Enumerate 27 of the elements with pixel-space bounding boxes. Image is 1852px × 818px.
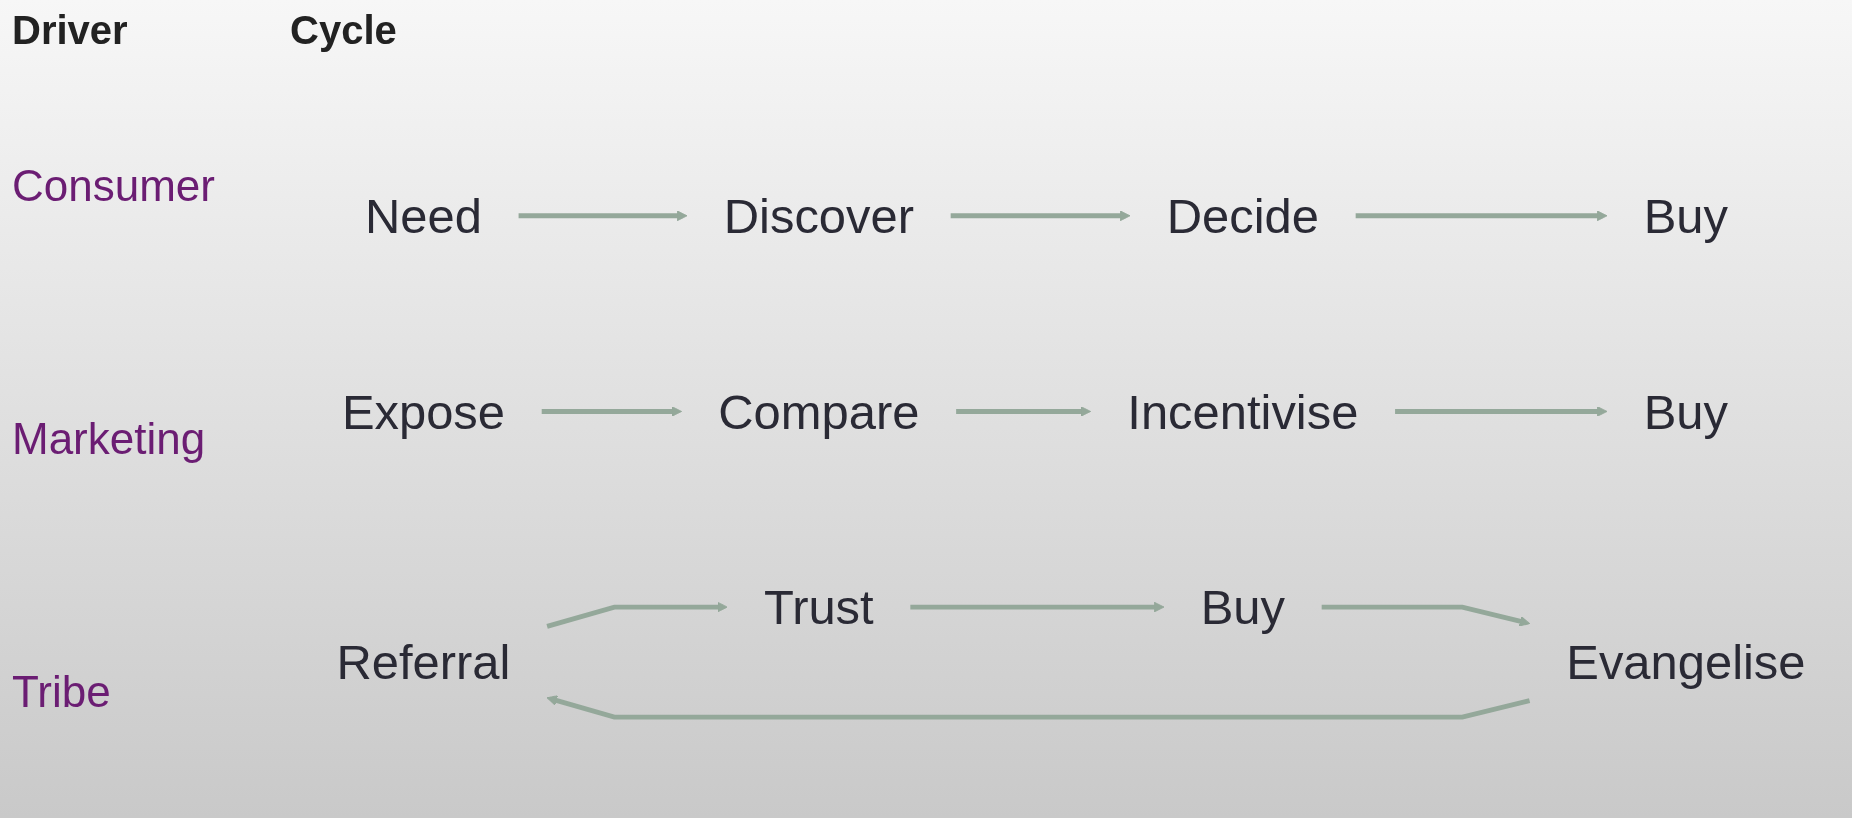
node-text: Decide (1166, 188, 1319, 243)
node-text: Buy (1643, 384, 1729, 439)
node-text: Evangelise (1566, 635, 1806, 690)
node-text: Buy (1643, 188, 1729, 243)
arrow (910, 601, 1165, 613)
row-label: Tribe (12, 666, 112, 717)
arrow (1321, 604, 1531, 627)
node-text: Need (364, 188, 482, 243)
node-text: Discover (723, 188, 914, 243)
arrow (1395, 406, 1608, 417)
arrow (950, 210, 1131, 222)
node-text: Buy (1200, 580, 1285, 635)
node-text: Incentivise (1127, 384, 1359, 439)
arrow (1355, 210, 1608, 222)
node-text: Trust (764, 580, 874, 635)
node-text: Expose (341, 384, 506, 439)
arrow (518, 210, 688, 222)
row-label: Consumer (12, 161, 216, 212)
arrow (956, 406, 1092, 417)
row-label: Marketing (12, 414, 207, 464)
column-header: Cycle (290, 7, 398, 54)
arrow (546, 695, 1531, 720)
arrow (546, 601, 728, 629)
node-text: Compare (718, 384, 920, 439)
column-header: Driver (12, 7, 129, 54)
node-text: Referral (336, 635, 511, 690)
arrow (541, 406, 683, 417)
